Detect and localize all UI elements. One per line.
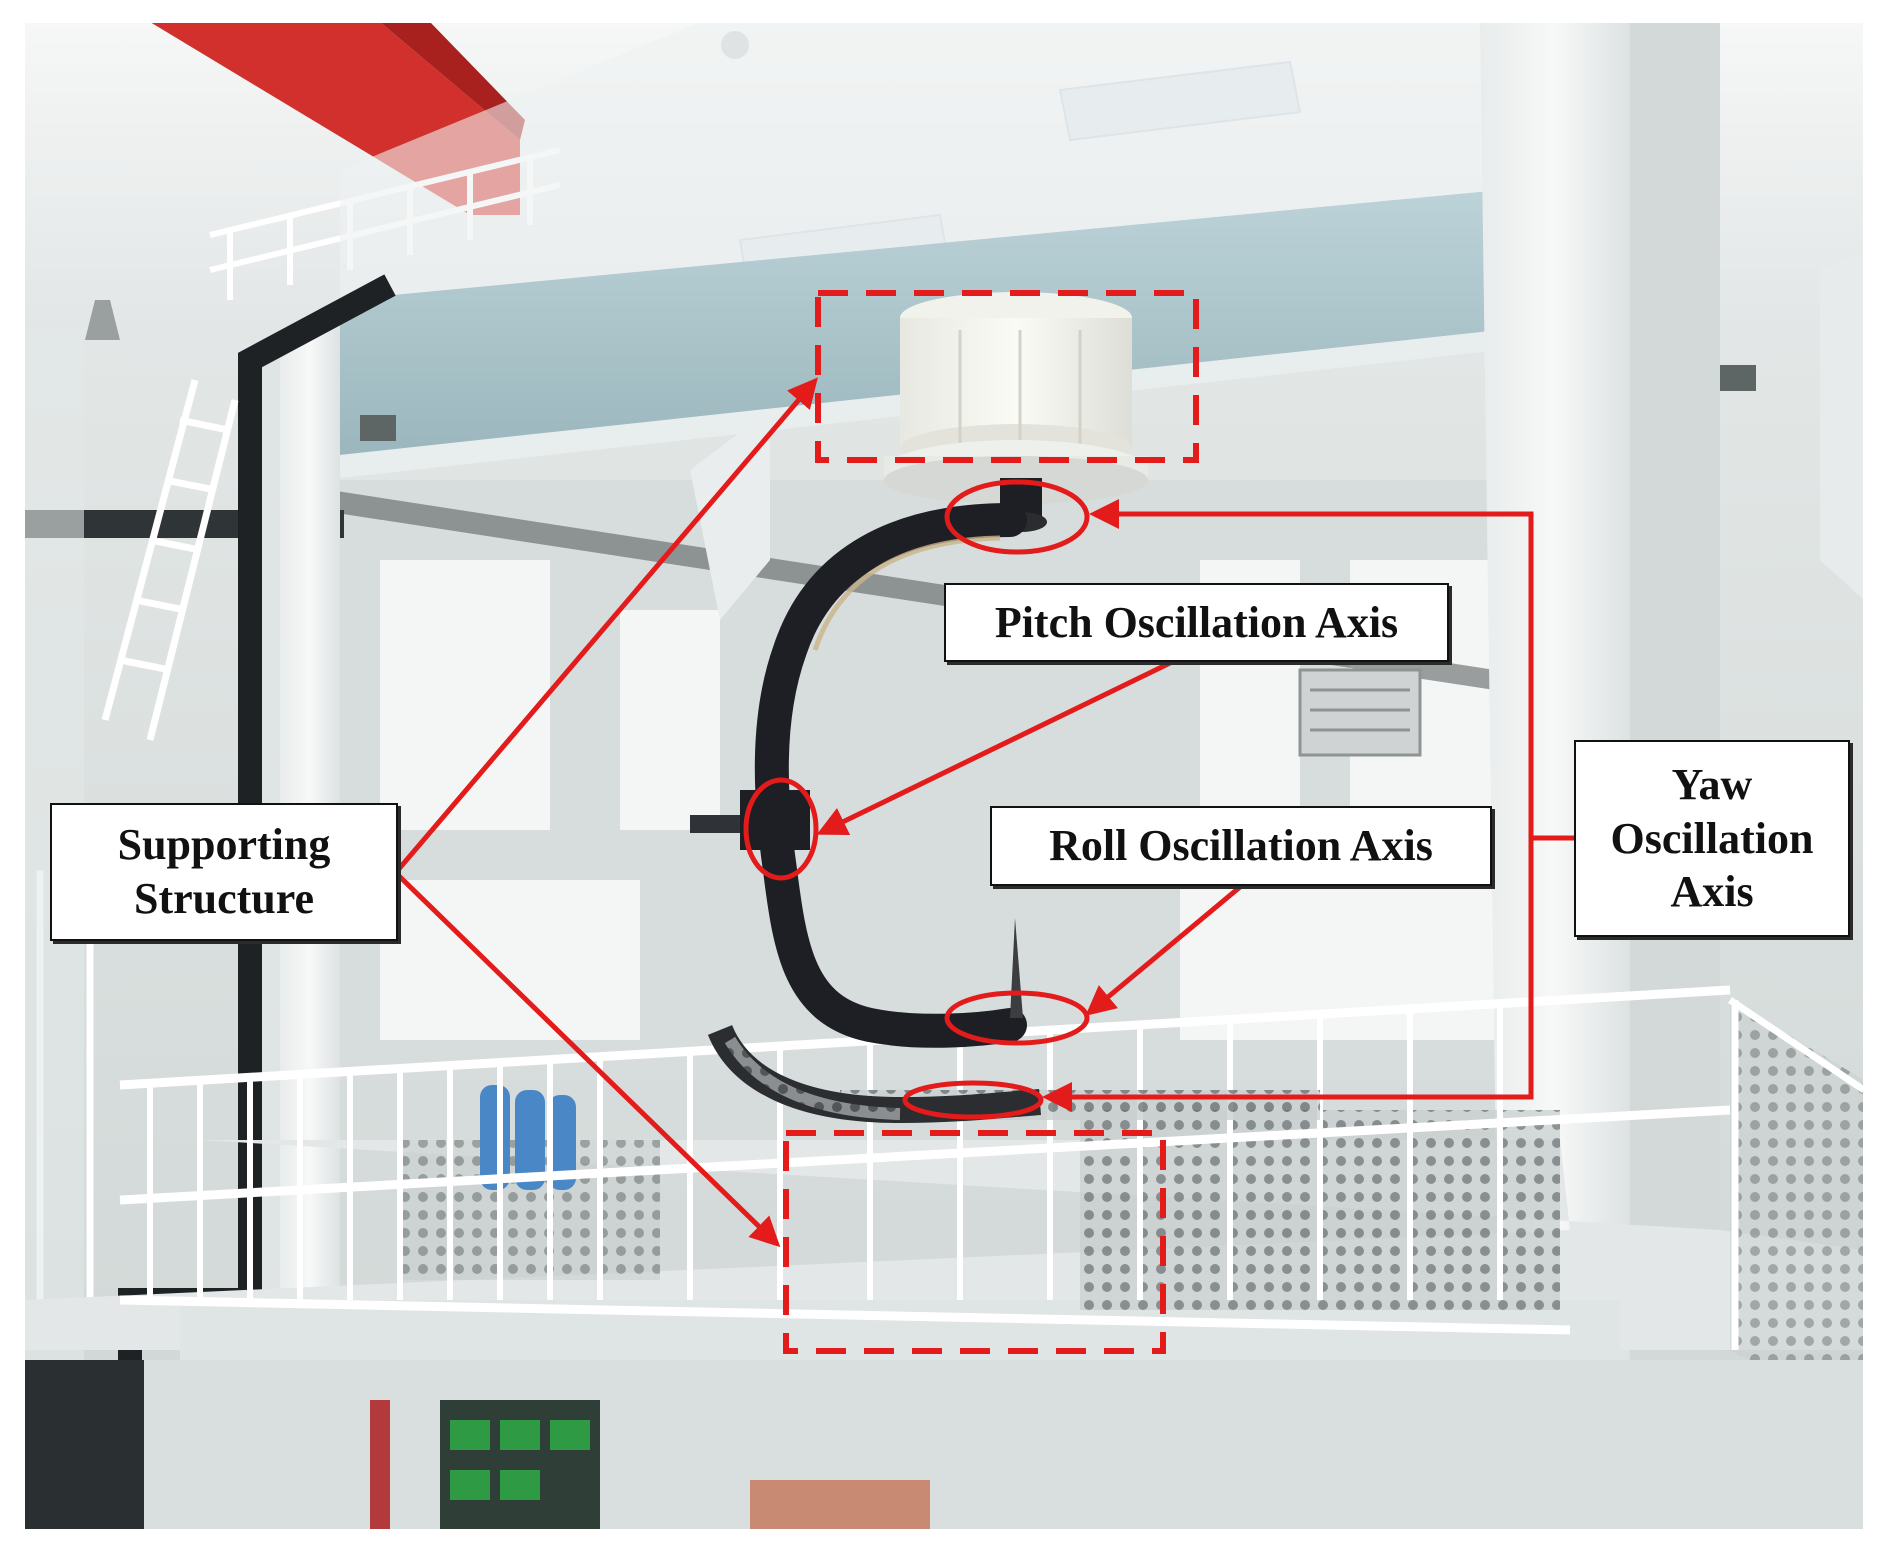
yaw-bracket-lower	[1042, 838, 1534, 1112]
yaw-joint-upper-marker	[944, 479, 1090, 555]
supporting-structure-text: Supporting Structure	[117, 820, 331, 923]
support-arrow-lower	[396, 873, 781, 1248]
upper-support-box	[815, 290, 1199, 463]
roll-axis-label: Roll Oscillation Axis	[990, 806, 1492, 886]
pitch-axis-text: Pitch Oscillation Axis	[994, 597, 1399, 647]
pitch-arrow	[816, 660, 1172, 836]
support-arrow-upper	[396, 377, 818, 872]
yaw-axis-label: Yaw Oscillation Axis	[1574, 740, 1850, 937]
annotations	[396, 290, 1574, 1354]
test-rig	[690, 292, 1148, 1124]
roll-arrow	[1085, 885, 1242, 1016]
roll-axis-text: Roll Oscillation Axis	[1049, 821, 1433, 871]
yaw-axis-text: Yaw Oscillation Axis	[1610, 759, 1814, 917]
platform-railing	[119, 985, 1731, 1335]
supporting-structure-label: Supporting Structure	[50, 803, 398, 941]
ac-unit	[1298, 668, 1422, 757]
lower-support-box	[783, 1130, 1166, 1354]
lower-level	[24, 1360, 1864, 1530]
yaw-bracket	[1089, 499, 1574, 841]
pitch-axis-label: Pitch Oscillation Axis	[944, 583, 1449, 662]
roll-joint-marker	[944, 990, 1090, 1046]
pitch-joint-marker	[743, 777, 819, 881]
yaw-joint-lower-marker	[902, 1080, 1044, 1120]
